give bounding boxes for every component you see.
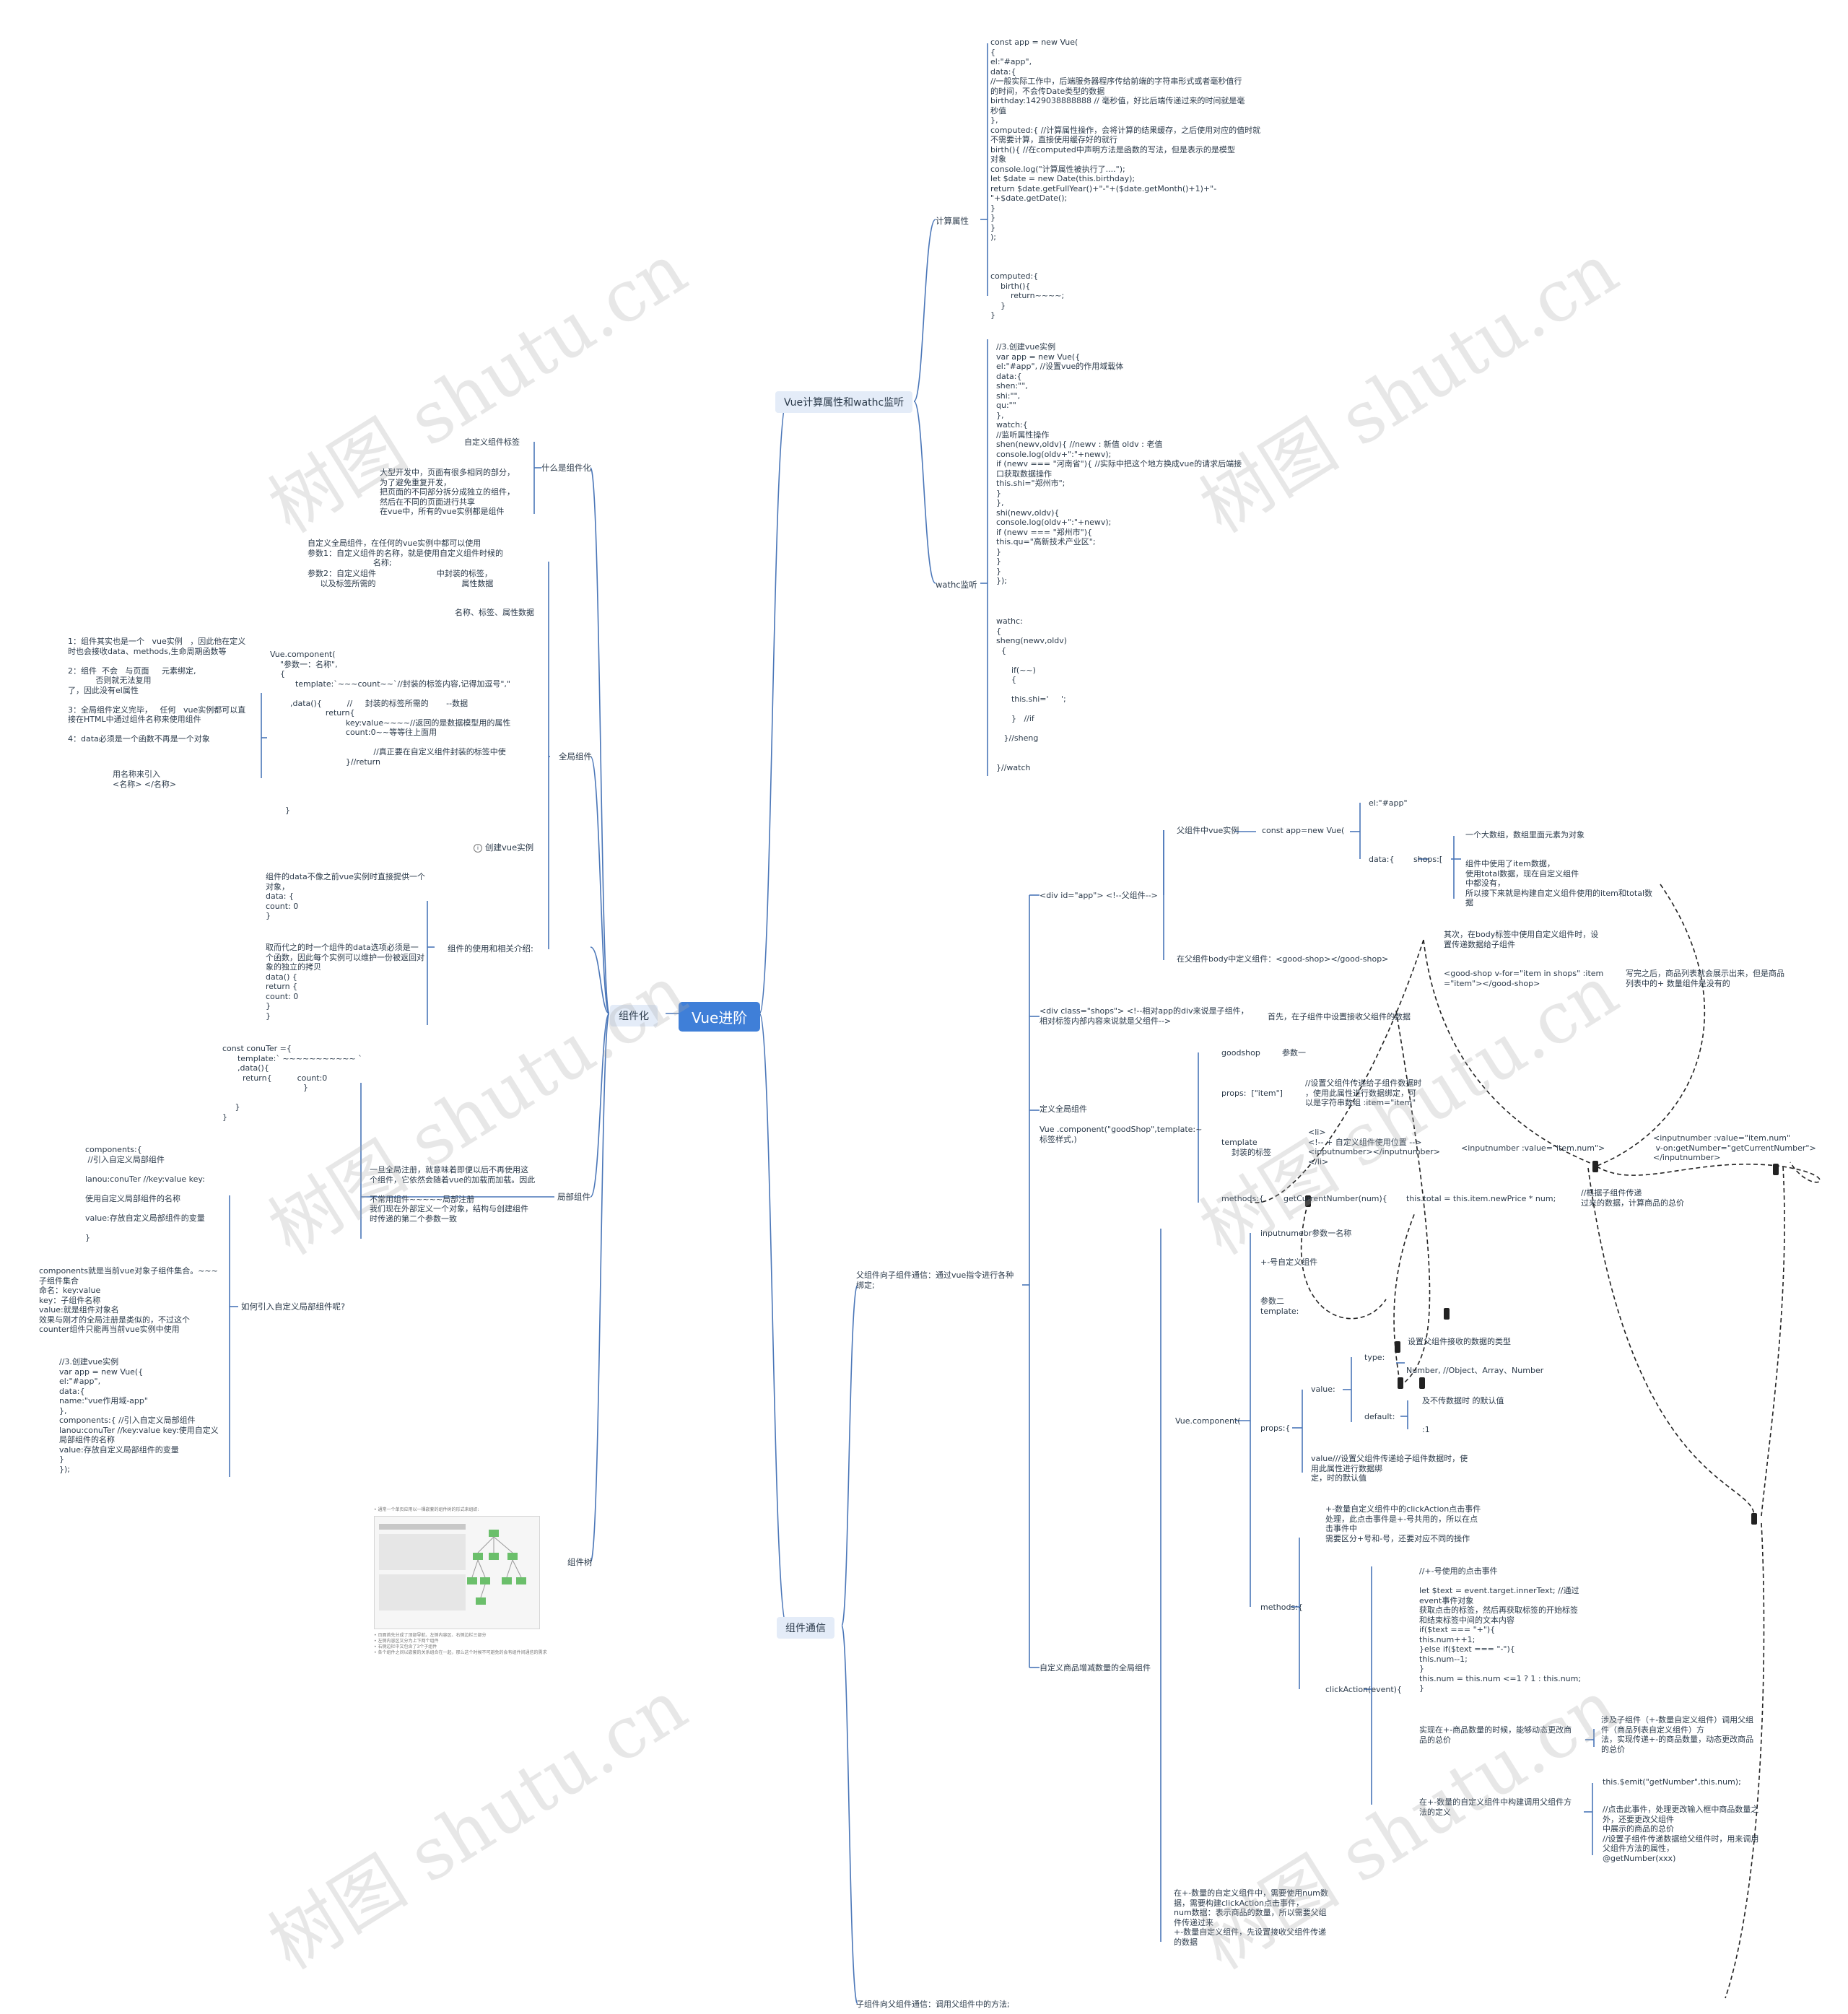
local-description: 一旦全局注册，就意味着即便以后不再使用这 个组件，它依然会随着vue的加载而加载… bbox=[370, 1165, 536, 1224]
template-label: template 封装的标签 bbox=[1221, 1138, 1271, 1157]
how-text-3: //3.创建vue实例 var app = new Vue({ el:"#app… bbox=[59, 1357, 219, 1474]
click-action: clickAction(event){ bbox=[1325, 1685, 1402, 1694]
branch-computed-watch[interactable]: Vue计算属性和wathc监听 bbox=[775, 391, 913, 413]
props-item: props: ["item"] bbox=[1221, 1089, 1283, 1098]
global-text-3: 名称、标签、属性数据 bbox=[455, 608, 534, 617]
what-description: 大型开发中，页面有很多相同的部分， 为了避免重复开发， 把页面的不同部分拆分成独… bbox=[380, 468, 515, 516]
bind-note-3: 写完之后，商品列表就会展示出来，但是商品 列表中的+ 数量组件是没有的 bbox=[1626, 969, 1784, 988]
emit-code: this.$emit("getNumber",this.num); bbox=[1603, 1777, 1741, 1787]
root-node[interactable]: Vue进阶 bbox=[679, 1002, 761, 1032]
how-text-1: components:{ //引入自定义局部组件 lanou:conuTer /… bbox=[85, 1145, 205, 1242]
define-global-label: 定义全局组件 bbox=[1040, 1104, 1087, 1114]
computed-label[interactable]: 计算属性 bbox=[936, 216, 969, 226]
use-label[interactable]: 组件的使用和相关介绍: bbox=[448, 943, 533, 954]
default-note: 及不传数据时 的默认值 bbox=[1422, 1396, 1504, 1405]
watch-label[interactable]: wathc监听 bbox=[936, 580, 977, 590]
body-use: 在父组件body中定义组件：<good-shop></good-shop> bbox=[1177, 954, 1389, 964]
inputnumber-tag: <inputnumber :value="item.num"> bbox=[1461, 1143, 1605, 1153]
global-text-2: 参数2：自定义组件 中封装的标签， 以及标签所需的 属性数据 bbox=[308, 569, 494, 588]
component-tree-label[interactable]: 组件树 bbox=[567, 1557, 593, 1567]
data-obj: data:{ bbox=[1369, 855, 1395, 864]
how-to-import-label[interactable]: 如何引入自定义局部组件呢? bbox=[241, 1302, 346, 1312]
branch-component-comm[interactable]: 组件通信 bbox=[777, 1617, 834, 1639]
computed-short-code: computed:{ birth(){ return~~~~; } } bbox=[990, 271, 1065, 320]
custom-plus-minus-label[interactable]: 自定义商品增减数量的全局组件 bbox=[1040, 1663, 1151, 1673]
bind-note-1: 其次，在body标签中使用自定义组件时，设 置传递数据给子组件 bbox=[1444, 930, 1599, 949]
goodshop-label: goodshop bbox=[1221, 1048, 1260, 1058]
bottom-note: 在+-数量的自定义组件中，需要使用num数 据，需要构建clickAction点… bbox=[1174, 1888, 1328, 1947]
tree-caption: • 通常一个单页应用以一棵嵌套的组件树的形式来组织: bbox=[374, 1507, 479, 1512]
type-values: Number, //Object、Array、Number bbox=[1406, 1366, 1544, 1375]
local-component-label[interactable]: 局部组件 bbox=[557, 1192, 590, 1202]
data-note-2: 取而代之的时一个组件的data选项必须是一 个函数，因此每个实例可以维护一份被返… bbox=[266, 943, 424, 1021]
create-instance-label: 创建vue实例 bbox=[485, 842, 534, 853]
methods-note: +-数量自定义组件中的clickAction点击事件 处理，此点击事件是+-号共… bbox=[1325, 1504, 1481, 1543]
parent-vue-label: 父组件中vue实例 bbox=[1177, 826, 1239, 835]
branch-componentization[interactable]: 组件化 bbox=[610, 1005, 658, 1026]
el-app: el:"#app" bbox=[1369, 798, 1408, 808]
parent-to-child-label[interactable]: 父组件向子组件通信：通过vue指令进行各种 绑定; bbox=[856, 1270, 1014, 1290]
value-key: value: bbox=[1311, 1385, 1335, 1394]
impl-note: 实现在+-商品数量的时候，能够动态更改商 品的总价 bbox=[1419, 1725, 1572, 1745]
watch-short-code: wathc: { sheng(newv,oldv) { if(~~) { thi… bbox=[996, 616, 1068, 772]
global-notes: 1：组件其实也是一个 vue实例 ，因此他在定义 时也会接收data、metho… bbox=[68, 637, 246, 744]
global-code: Vue.component( "参数一：名称", { template:`~~~… bbox=[270, 650, 511, 815]
info-icon: i bbox=[474, 843, 482, 853]
div-app[interactable]: <div id="app"> <!--父组件--> bbox=[1040, 891, 1158, 900]
shops-array: shops:[ bbox=[1413, 855, 1443, 864]
vue-component-goodshop[interactable]: Vue .component("goodShop",template:~ 标签样… bbox=[1040, 1125, 1203, 1144]
local-code: const conuTer ={ template:` ~~~~~~~~~~~ … bbox=[222, 1044, 362, 1122]
global-component-label[interactable]: 全局组件 bbox=[559, 751, 592, 762]
type-note: 设置父组件接收的数据的类型 bbox=[1408, 1337, 1511, 1346]
div-shops[interactable]: <div class="shops"> <!--相对app的div来说是子组件，… bbox=[1040, 1006, 1249, 1026]
data-note-1: 组件的data不像之前vue实例时直接提供一个 对象， data: { coun… bbox=[266, 872, 426, 920]
click-action-code: //+-号使用的点击事件 let $text = event.target.in… bbox=[1419, 1566, 1582, 1693]
how-text-2: components就是当前vue对象子组件集合。~~~ 子组件集合 命名：ke… bbox=[39, 1266, 218, 1334]
template-code: <li> <!-- + 自定义组件使用位置 --> <inputnumber><… bbox=[1308, 1128, 1441, 1167]
div-shops-note: 首先，在子组件中设置接收父组件的数据 bbox=[1268, 1012, 1411, 1021]
computed-code: const app = new Vue( { el:"#app", data:{… bbox=[990, 38, 1261, 242]
param-two: 参数二 template: bbox=[1260, 1296, 1299, 1316]
vue-component-inputnumber: Vue.component( bbox=[1175, 1416, 1241, 1426]
global-text-1: 自定义全局组件，在任何的vue实例中都可以使用 参数1：自定义组件的名称，就是使… bbox=[308, 539, 503, 567]
default-key: default: bbox=[1364, 1412, 1395, 1421]
inputnumber-tag-2: <inputnumber :value="item.num" v-on:getN… bbox=[1653, 1133, 1816, 1162]
total-expression: this.total = this.item.newPrice * num; bbox=[1406, 1194, 1556, 1203]
default-value: :1 bbox=[1422, 1425, 1430, 1434]
tree-notes: • 页面首先分成了顶部导航、左侧内容区、右侧边栏三部分 • 左侧内容区又分为上下… bbox=[374, 1633, 547, 1655]
watch-code: //3.创建vue实例 var app = new Vue({ el:"#app… bbox=[996, 342, 1242, 585]
methods-label: methods:{ bbox=[1221, 1194, 1264, 1203]
get-current-number: getCurrentNumber(num){ bbox=[1283, 1194, 1387, 1203]
type-key: type: bbox=[1364, 1353, 1385, 1362]
impl-detail: 涉及子组件（+-数量自定义组件）调用父组 件（商品列表自定义组件）方 法，实现传… bbox=[1601, 1715, 1754, 1754]
total-note: //根据子组件传递 过来的数据，计算商品的总价 bbox=[1581, 1188, 1684, 1208]
component-tree-image bbox=[374, 1516, 540, 1629]
const-app: const app=new Vue( bbox=[1262, 826, 1345, 835]
emit-desc: 在+-数量的自定义组件中构建调用父组件方 法的定义 bbox=[1419, 1797, 1572, 1817]
inputnumber-param: inputnumebr参数一名称 bbox=[1260, 1229, 1352, 1238]
emit-note: //点击此事件，处理更改输入框中商品数量之 外，还要更改父组件 中展示的商品的总… bbox=[1603, 1805, 1759, 1863]
custom-tag-label: 自定义组件标签 bbox=[464, 437, 520, 447]
param-one: 参数一 bbox=[1282, 1048, 1306, 1058]
props-note: //设置父组件传递给子组件数据时 ，使用此属性进行数据绑定，可 以是字符串数组 … bbox=[1305, 1078, 1422, 1107]
global-notes-2: 用名称来引入 <名称> </名称> bbox=[113, 770, 177, 789]
value-note: value///设置父组件传递给子组件数据时，使 用此属性进行数据绑 定，时的默… bbox=[1311, 1454, 1468, 1483]
bind-note-2: <good-shop v-for="item in shops" :item =… bbox=[1444, 969, 1604, 988]
what-is-component-label[interactable]: 什么是组件化 bbox=[541, 463, 591, 473]
plus-minus-component: +-号自定义组件 bbox=[1260, 1257, 1318, 1267]
methods-obj: methods:{ bbox=[1260, 1603, 1303, 1612]
shops-desc-1: 一个大数组，数组里面元素为对象 bbox=[1465, 830, 1585, 840]
child-to-parent-label[interactable]: 子组件向父组件通信：调用父组件中的方法; bbox=[856, 2000, 1010, 2009]
props-obj: props:{ bbox=[1260, 1424, 1291, 1433]
shops-desc-2: 组件中使用了item数据， 使用total数据，现在自定义组件 中都没有， 所以… bbox=[1465, 859, 1653, 907]
